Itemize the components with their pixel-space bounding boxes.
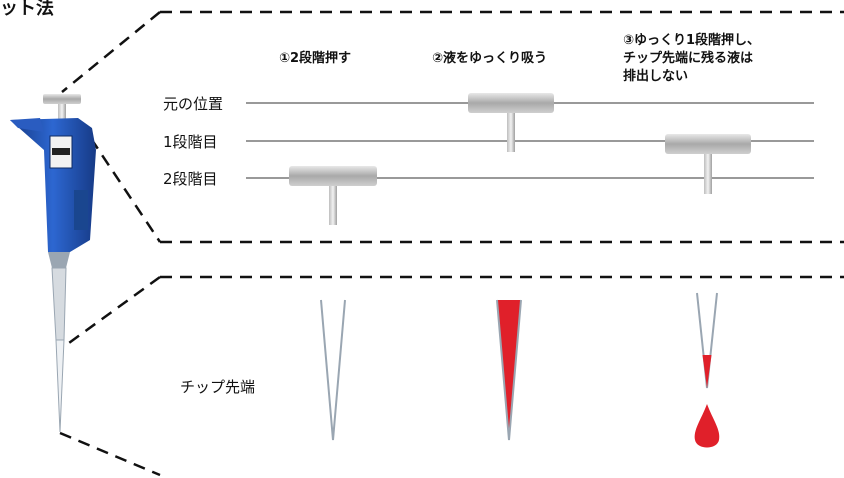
tip-step1 xyxy=(320,299,346,441)
plunger-step1 xyxy=(289,166,377,225)
level-label-stage1: 1段階目 xyxy=(163,133,218,151)
level-label-origin: 元の位置 xyxy=(163,95,224,113)
liquid-droplet xyxy=(694,404,720,448)
pipette-device xyxy=(10,94,96,433)
plunger-step3 xyxy=(665,134,751,194)
step3-label-line3: 排出しない xyxy=(623,69,689,84)
step3-label: ③ゆっくり1段階押し、 チップ先端に残る液は 排出しない xyxy=(623,32,760,86)
plunger-step2 xyxy=(468,93,554,152)
tip-step3 xyxy=(694,292,720,448)
tip-label: チップ先端 xyxy=(180,378,256,396)
level-label-stage2: 2段階目 xyxy=(163,170,218,188)
step3-label-line2: チップ先端に残る液は xyxy=(623,51,754,66)
step2-label: ②液をゆっくり吸う xyxy=(432,51,548,66)
step3-label-line1: ③ゆっくり1段階押し、 xyxy=(623,33,761,48)
step1-label: ①2段階押す xyxy=(279,51,352,66)
page-title-fragment: ット法 xyxy=(0,0,54,19)
tip-step2 xyxy=(496,299,522,441)
